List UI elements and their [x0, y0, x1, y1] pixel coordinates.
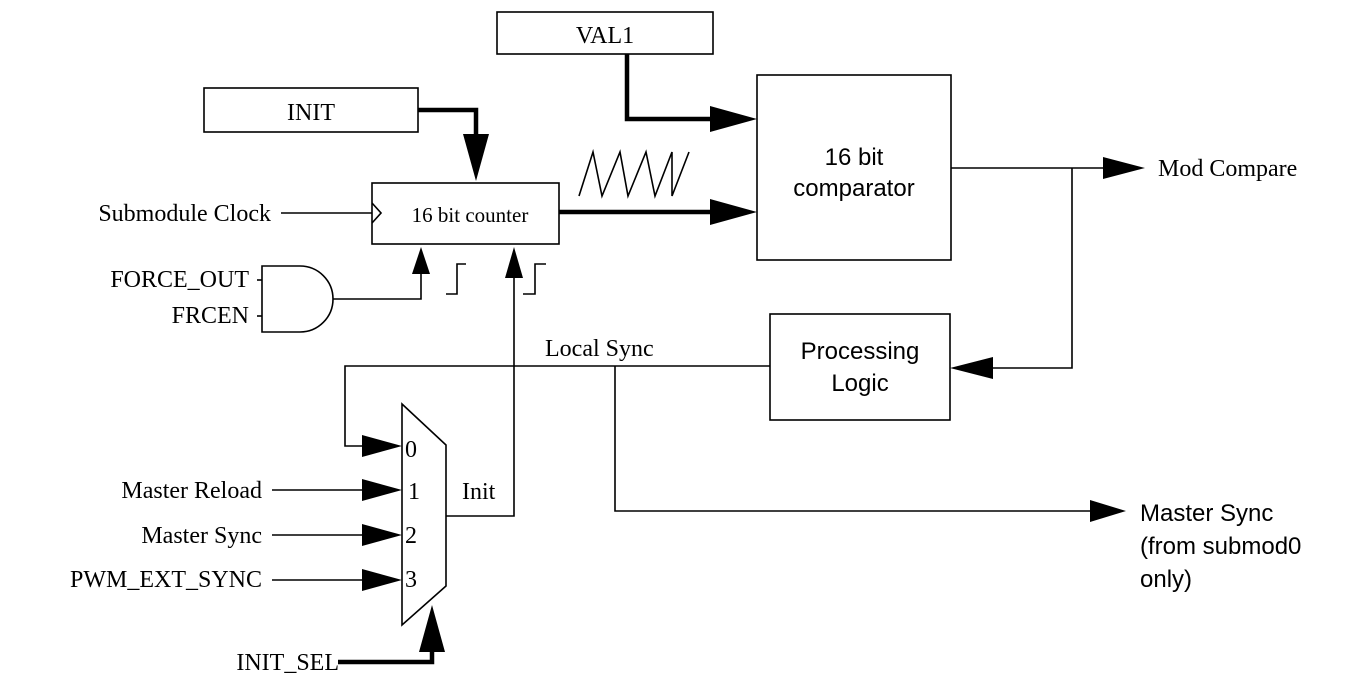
init-mux: 0 1 2 3	[401, 402, 447, 627]
rising-edge-icon	[446, 263, 466, 295]
local-sync-wire	[344, 365, 1126, 522]
mux-port-1: 1	[408, 479, 420, 505]
val1-to-comparator-wire	[624, 54, 757, 132]
clock-triangle-icon	[371, 202, 383, 224]
local-sync-label: Local Sync	[545, 336, 654, 362]
master-sync-wire	[272, 524, 402, 546]
mod-compare-wire	[950, 157, 1145, 379]
comparator-label-line1: 16 bit	[825, 144, 884, 171]
sawtooth-icon	[578, 148, 690, 199]
mux-init-to-counter-wire	[446, 247, 523, 517]
init-label: INIT	[287, 100, 335, 126]
init-sel-label: INIT_SEL	[236, 650, 339, 676]
frcen-label: FRCEN	[172, 303, 249, 329]
and-gate	[261, 265, 334, 333]
mux-port-3: 3	[405, 567, 417, 593]
master-reload-wire	[272, 479, 402, 501]
processing-logic-block: Processing Logic	[769, 313, 951, 421]
master-reload-label: Master Reload	[121, 478, 262, 504]
master-sync-out-line3: only)	[1140, 566, 1192, 593]
master-sync-out-line2: (from submod0	[1140, 533, 1301, 560]
mux-port-0: 0	[405, 437, 417, 463]
comparator-block: 16 bit comparator	[756, 74, 952, 261]
init-register: INIT	[203, 87, 419, 133]
counter-to-comparator-wire	[559, 199, 757, 225]
counter-block: 16 bit counter	[371, 182, 560, 245]
val1-label: VAL1	[576, 23, 634, 49]
val1-register: VAL1	[496, 11, 714, 55]
processing-label-line1: Processing	[801, 338, 920, 365]
pwm-ext-sync-label: PWM_EXT_SYNC	[70, 567, 262, 593]
init-to-counter-wire	[418, 107, 489, 181]
processing-label-line2: Logic	[831, 370, 888, 397]
mux-init-label: Init	[462, 479, 496, 505]
master-sync-out-line1: Master Sync	[1140, 500, 1273, 527]
rising-edge-icon-2	[523, 263, 546, 295]
master-sync-label: Master Sync	[141, 523, 262, 549]
init-sel-wire	[338, 605, 445, 665]
mod-compare-label: Mod Compare	[1158, 156, 1297, 182]
counter-label: 16 bit counter	[412, 203, 529, 227]
mux-port-2: 2	[405, 523, 417, 549]
submodule-clock-label: Submodule Clock	[98, 201, 271, 227]
pwm-ext-sync-wire	[272, 569, 402, 591]
force-out-label: FORCE_OUT	[110, 267, 249, 293]
and-gate-to-counter-wire	[333, 247, 430, 300]
comparator-label-line2: comparator	[793, 175, 914, 202]
